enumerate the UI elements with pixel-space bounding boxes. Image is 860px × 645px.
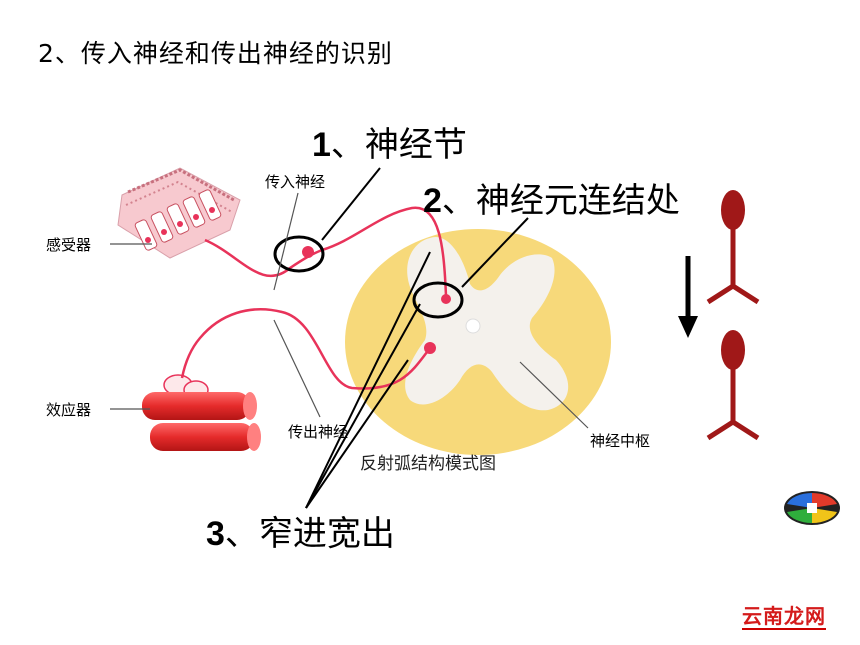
central-canal — [465, 318, 481, 334]
effector-label: 效应器 — [46, 401, 91, 419]
nerve-center-label: 神经中枢 — [590, 432, 650, 450]
down-arrow-icon — [678, 256, 698, 338]
motor-neuron-body — [424, 342, 436, 354]
ganglion-cell-body — [302, 246, 314, 258]
colorful-logo-icon — [784, 491, 840, 525]
callout-narrow-in-wide-out: 3、窄进宽出 — [206, 514, 395, 554]
label-leaders — [110, 192, 589, 429]
receptor-tissue — [117, 167, 241, 259]
neuron-symbol-top — [706, 190, 760, 305]
spinal-cord — [345, 229, 611, 455]
slide-title: 2、传入神经和传出神经的识别 — [38, 39, 393, 68]
efferent-nerve-label: 传出神经 — [288, 423, 348, 441]
callout-lines — [305, 167, 529, 509]
afferent-nerve-label: 传入神经 — [265, 173, 325, 191]
synapse-point — [441, 294, 451, 304]
effector-muscle — [142, 374, 261, 451]
callout-ganglion: 1、神经节 — [312, 125, 467, 165]
watermark: 云南龙网 — [742, 604, 826, 630]
ganglion-highlight-circle — [273, 235, 325, 273]
receptor-label: 感受器 — [46, 236, 91, 254]
neuron-symbol-bottom — [706, 330, 760, 441]
synapse-highlight-circle — [412, 281, 464, 319]
callout-synapse: 2、神经元连结处 — [423, 181, 680, 221]
diagram-caption: 反射弧结构模式图 — [360, 454, 496, 474]
